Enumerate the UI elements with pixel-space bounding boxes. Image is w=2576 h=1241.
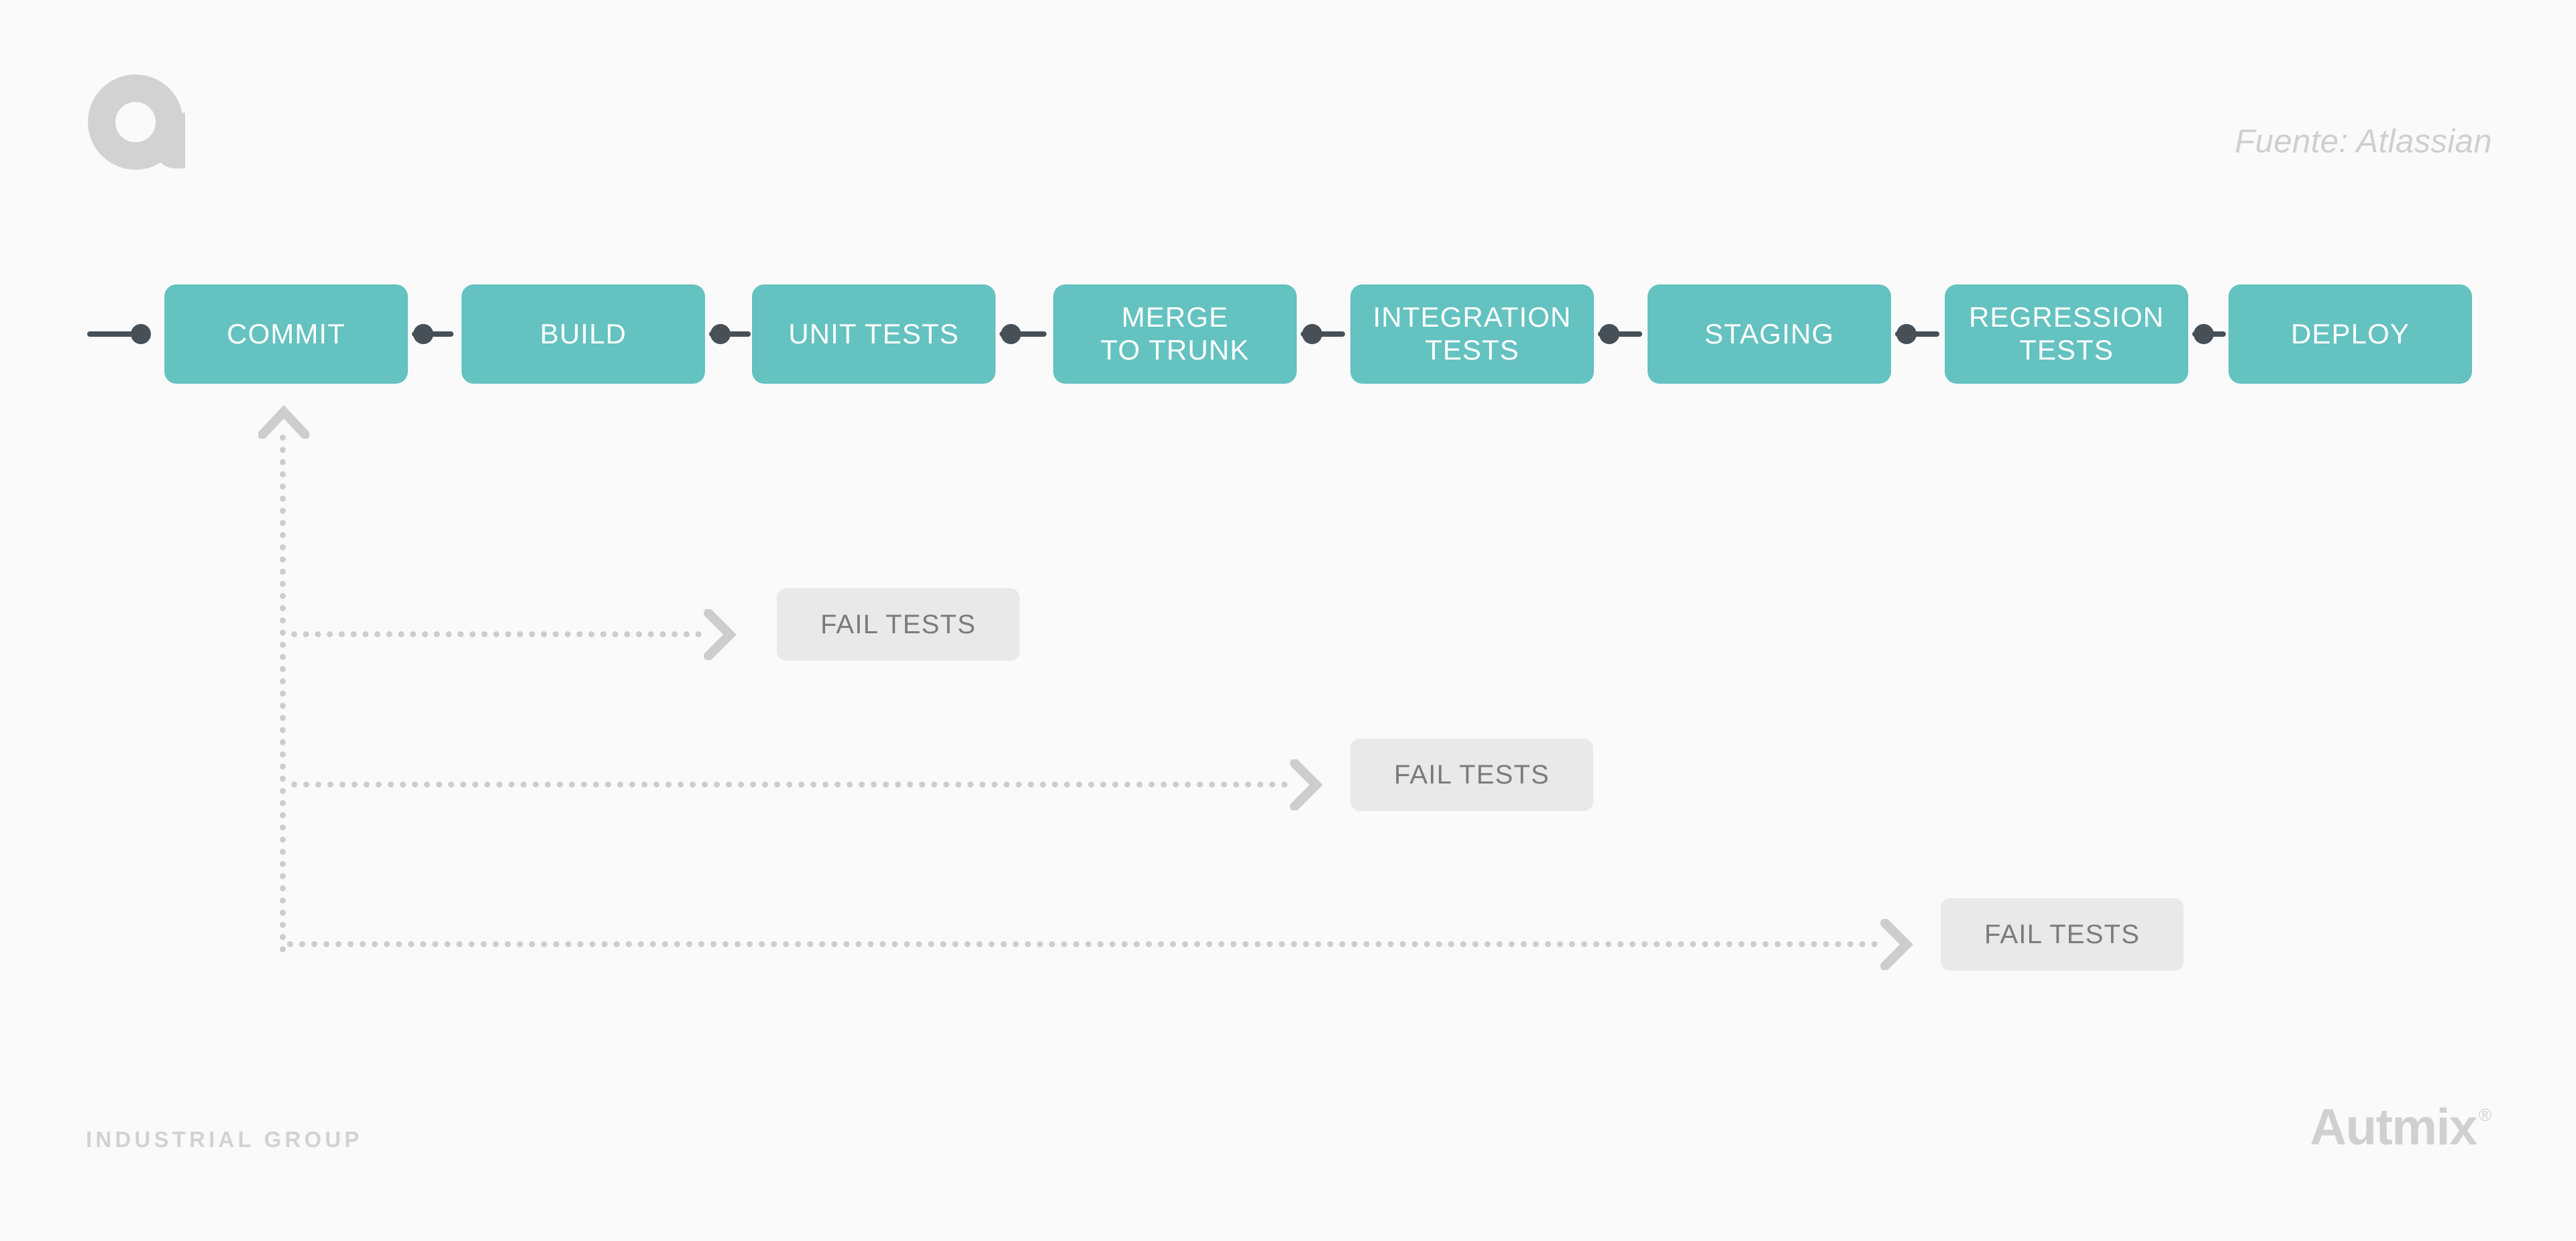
fail-tests-box[interactable]: FAIL TESTS bbox=[1350, 739, 1593, 811]
chevron-right-icon bbox=[1878, 919, 1913, 970]
stage-connector-line bbox=[1301, 331, 1345, 337]
stage-connector-line bbox=[1598, 331, 1642, 337]
stage-connector-dot bbox=[1599, 324, 1619, 344]
stage-connector-line bbox=[1000, 331, 1046, 337]
entry-connector-line bbox=[87, 331, 141, 337]
stage-label: BUILD bbox=[539, 317, 627, 349]
fail-tests-box[interactable]: FAIL TESTS bbox=[1941, 898, 2184, 971]
stage-label: COMMIT bbox=[227, 317, 345, 349]
registered-trademark-symbol: ® bbox=[2478, 1105, 2491, 1125]
stage-regression-tests[interactable]: REGRESSION TESTS bbox=[1945, 284, 2188, 384]
stage-connector-dot bbox=[710, 324, 731, 344]
stage-label: REGRESSION TESTS bbox=[1968, 301, 2165, 366]
stage-merge-to-trunk[interactable]: MERGE TO TRUNK bbox=[1053, 284, 1297, 384]
feedback-branch-line bbox=[287, 941, 1878, 947]
stage-connector-dot bbox=[413, 324, 433, 344]
stage-label: STAGING bbox=[1704, 317, 1835, 349]
feedback-branch-line bbox=[291, 781, 1288, 788]
chevron-right-icon bbox=[702, 609, 737, 660]
stage-connector-dot bbox=[1302, 324, 1322, 344]
footer-tagline: INDUSTRIAL GROUP bbox=[86, 1127, 363, 1152]
stage-label: INTEGRATION TESTS bbox=[1373, 301, 1572, 366]
chevron-right-icon bbox=[1288, 759, 1323, 810]
chevron-up-icon bbox=[258, 404, 309, 439]
stage-integration-tests[interactable]: INTEGRATION TESTS bbox=[1350, 284, 1594, 384]
fail-tests-label: FAIL TESTS bbox=[820, 609, 977, 639]
entry-connector-dot bbox=[131, 324, 151, 344]
stage-deploy[interactable]: DEPLOY bbox=[2229, 284, 2472, 384]
stage-label: MERGE TO TRUNK bbox=[1100, 301, 1250, 366]
stage-commit[interactable]: COMMIT bbox=[164, 284, 408, 384]
stage-connector-dot bbox=[1001, 324, 1021, 344]
fail-tests-label: FAIL TESTS bbox=[1984, 919, 2141, 949]
feedback-branch-line bbox=[291, 631, 702, 637]
stage-label: UNIT TESTS bbox=[788, 317, 959, 349]
fail-tests-label: FAIL TESTS bbox=[1393, 759, 1550, 790]
stage-label: DEPLOY bbox=[2291, 317, 2410, 349]
source-attribution: Fuente: Atlassian bbox=[2235, 123, 2492, 160]
feedback-trunk-line bbox=[280, 435, 286, 953]
fail-tests-box[interactable]: FAIL TESTS bbox=[777, 588, 1020, 661]
autmix-a-monogram-icon bbox=[85, 72, 186, 172]
stage-connector-dot bbox=[2194, 324, 2214, 344]
stage-unit-tests[interactable]: UNIT TESTS bbox=[752, 284, 996, 384]
autmix-wordmark-logo: Autmix ® bbox=[2310, 1102, 2491, 1153]
stage-build[interactable]: BUILD bbox=[462, 284, 705, 384]
stage-connector-dot bbox=[1896, 324, 1917, 344]
stage-staging[interactable]: STAGING bbox=[1648, 284, 1891, 384]
stage-connector-line bbox=[1895, 331, 1939, 337]
autmix-wordmark-text: Autmix bbox=[2310, 1099, 2477, 1156]
